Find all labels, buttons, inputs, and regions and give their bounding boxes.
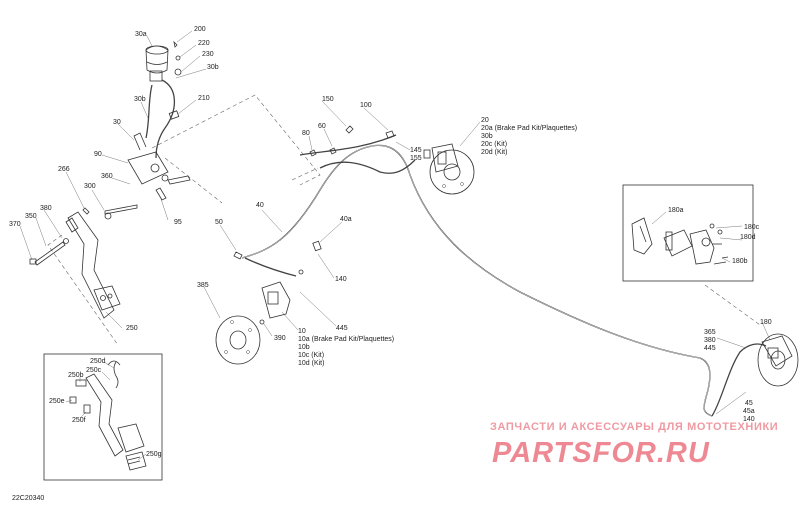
caliper-inset	[622, 184, 754, 282]
brake-hose-icon	[233, 125, 767, 417]
callout-45: 45	[745, 400, 753, 407]
callout-95: 95	[174, 219, 182, 226]
callout-labels: 30a 200 220 230 30b 30b 210 30 90 360 26…	[9, 26, 772, 458]
callout-30b: 30b	[134, 96, 146, 103]
watermark-subtitle: ЗАПЧАСТИ И АКСЕССУАРЫ ДЛЯ МОТОТЕХНИКИ	[490, 421, 778, 433]
diagram-code: 22C20340	[12, 495, 44, 502]
callout-250f: 250f	[72, 417, 86, 424]
callout-380: 380	[40, 205, 52, 212]
callout-40a: 40a	[340, 216, 352, 223]
callout-145: 145	[410, 147, 422, 154]
brake-pedal-icon	[29, 204, 138, 319]
callout-445-right: 445	[704, 345, 716, 352]
callout-230: 230	[202, 51, 214, 58]
brake-disc-icon	[215, 281, 291, 365]
callout-45a: 45a	[743, 408, 755, 415]
callout-250d: 250d	[90, 358, 106, 365]
callout-90: 90	[94, 151, 102, 158]
callout-20a: 20a (Brake Pad Kit/Plaquettes)	[481, 125, 577, 132]
callout-140: 140	[335, 276, 347, 283]
callout-140-right: 140	[743, 416, 755, 423]
callout-10: 10	[298, 328, 306, 335]
callout-300: 300	[84, 183, 96, 190]
callout-380-right: 380	[704, 337, 716, 344]
callout-60: 60	[318, 123, 326, 130]
callout-20: 20	[481, 117, 489, 124]
callout-30b-right: 30b	[481, 133, 493, 140]
callout-180b: 180b	[732, 258, 748, 265]
callout-180: 180	[760, 319, 772, 326]
callout-10c: 10c (Kit)	[298, 352, 324, 359]
callout-250g: 250g	[146, 451, 162, 458]
leader-lines	[19, 30, 771, 461]
callout-370: 370	[9, 221, 21, 228]
callout-150: 150	[322, 96, 334, 103]
callout-30: 30	[113, 119, 121, 126]
callout-200: 200	[194, 26, 206, 33]
pedal-inset	[43, 353, 163, 481]
callout-20d: 20d (Kit)	[481, 149, 507, 156]
callout-250b: 250b	[68, 372, 84, 379]
callout-350: 350	[25, 213, 37, 220]
callout-266: 266	[58, 166, 70, 173]
callout-80: 80	[302, 130, 310, 137]
callout-365: 365	[704, 329, 716, 336]
callout-210: 210	[198, 95, 210, 102]
master-cylinder-icon	[127, 40, 191, 201]
callout-250c: 250c	[86, 367, 102, 374]
callout-50: 50	[215, 219, 223, 226]
callout-30b-top: 30b	[207, 64, 219, 71]
dashed-guide-lines	[47, 94, 761, 346]
callout-10a: 10a (Brake Pad Kit/Plaquettes)	[298, 336, 394, 343]
callout-445: 445	[336, 325, 348, 332]
callout-180c: 180c	[744, 224, 760, 231]
callout-250e: 250e	[49, 398, 65, 405]
callout-155: 155	[410, 155, 422, 162]
callout-30a: 30a	[135, 31, 147, 38]
callout-10b: 10b	[298, 344, 310, 351]
callout-40: 40	[256, 202, 264, 209]
rear-brake-icon	[757, 333, 799, 387]
callout-360: 360	[101, 173, 113, 180]
callout-180d: 180d	[740, 234, 756, 241]
callout-180a: 180a	[668, 207, 684, 214]
callout-20c: 20c (Kit)	[481, 141, 507, 148]
callout-250: 250	[126, 325, 138, 332]
callout-100: 100	[360, 102, 372, 109]
brake-caliper-icon	[423, 143, 475, 195]
watermark-brand: PARTSFOR.RU	[492, 437, 710, 469]
callout-390: 390	[274, 335, 286, 342]
callout-220: 220	[198, 40, 210, 47]
callout-10d: 10d (Kit)	[298, 360, 324, 367]
callout-385: 385	[197, 282, 209, 289]
watermark: ЗАПЧАСТИ И АКСЕССУАРЫ ДЛЯ МОТОТЕХНИКИ PA…	[490, 421, 778, 469]
